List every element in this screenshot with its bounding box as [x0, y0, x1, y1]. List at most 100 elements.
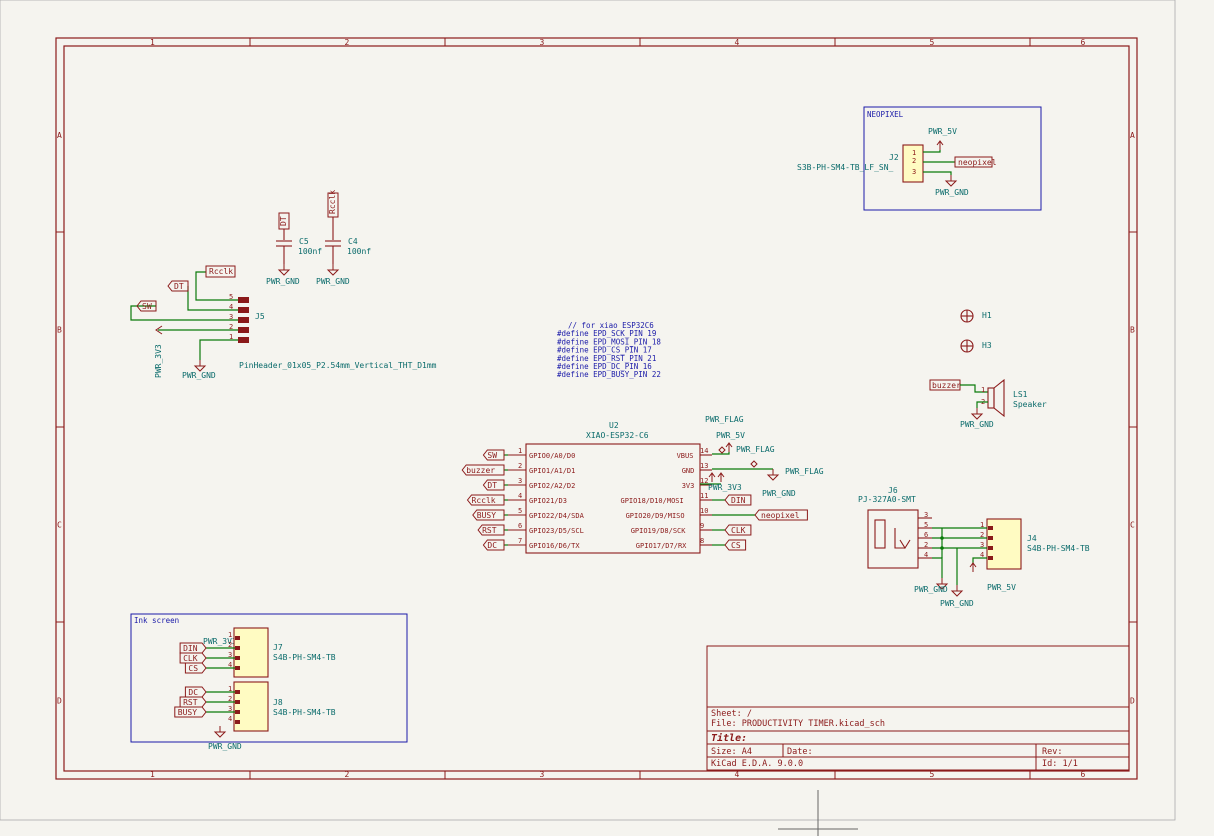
define-line: // for xiao ESP32C6	[568, 321, 654, 330]
j8-net-label-box[interactable]	[179, 696, 207, 708]
j8-pin[interactable]	[235, 710, 240, 714]
j4-pin[interactable]	[988, 546, 993, 550]
capacitor-c4[interactable]: Rcclk C4 100nf PWR_GND	[316, 190, 371, 286]
j8-net-label-box[interactable]	[184, 686, 207, 698]
u2-net-label-box[interactable]	[461, 464, 505, 476]
define-line: #define EPD_SCK_PIN 19	[557, 329, 656, 338]
j5-pin[interactable]	[238, 317, 249, 323]
j7-pin-number: 3	[228, 651, 232, 659]
u2-net-label-box[interactable]	[724, 524, 752, 536]
mcu-u2[interactable]: U2 XIAO-ESP32-C6 1GPIO0/A0/D0SW2GPIO1/A1…	[461, 421, 808, 554]
u2-net-label-box[interactable]	[724, 539, 747, 551]
pwrflag-top-label: PWR_FLAG	[705, 415, 744, 424]
j7-pin[interactable]	[235, 656, 240, 660]
j7-pin[interactable]	[235, 666, 240, 670]
j8-net-label: DC	[188, 688, 198, 697]
u2-pin-name: GPIO21/D3	[529, 497, 567, 505]
j7-net-label-box[interactable]	[179, 652, 207, 664]
j7-pin[interactable]	[235, 636, 240, 640]
tb-size: Size: A4	[711, 747, 752, 757]
j5-pin[interactable]	[238, 307, 249, 313]
u2-net-label-box[interactable]	[754, 509, 808, 521]
u2-pin-num: 4	[518, 492, 522, 500]
j7-pin-number: 2	[228, 641, 232, 649]
tb-sheet: Sheet: /	[711, 709, 752, 719]
j7-net-label-box[interactable]	[179, 642, 207, 654]
j6-gnd2-label: PWR_GND	[940, 599, 974, 608]
ls1-gnd-label: PWR_GND	[960, 420, 994, 429]
u2-value: XIAO-ESP32-C6	[586, 431, 649, 440]
j4-pin[interactable]	[988, 556, 993, 560]
u2-net-label: Rcclk	[472, 496, 496, 505]
u2-net-label-box[interactable]	[472, 509, 505, 521]
j7-ref: J7	[273, 643, 283, 652]
speaker-ls1[interactable]: buzzer 1 2 LS1 Speaker PWR_GND	[929, 378, 1047, 429]
ls1-value: Speaker	[1013, 400, 1047, 409]
u2-pin-name: GND	[682, 467, 695, 475]
j4-pin-number: 3	[980, 541, 984, 549]
pwrflag-right-label: PWR_FLAG	[785, 467, 824, 476]
row-label-left: C	[57, 521, 62, 530]
page-edge	[0, 0, 1176, 821]
row-label-right: D	[1130, 697, 1135, 706]
j8-pin[interactable]	[235, 700, 240, 704]
j8-pin[interactable]	[235, 720, 240, 724]
mounting-hole-h3[interactable]: H3	[960, 339, 992, 353]
j5-pin[interactable]	[238, 327, 249, 333]
u2-pin-num: 6	[518, 522, 522, 530]
u2-net-label-box[interactable]	[477, 524, 505, 536]
u2-net-label-box[interactable]	[482, 539, 505, 551]
j5-pin[interactable]	[238, 297, 249, 303]
j7-pin[interactable]	[235, 646, 240, 650]
neopixel-net-label: neopixel	[958, 158, 997, 167]
j5-pin[interactable]	[238, 337, 249, 343]
j7-pin-number: 4	[228, 661, 232, 669]
j8-net-label-box[interactable]	[174, 706, 207, 718]
u2-net-label-box[interactable]	[724, 494, 752, 506]
c4-gnd-label: PWR_GND	[316, 277, 350, 286]
row-label-left: A	[57, 131, 62, 140]
pwrflag-mid-label: PWR_FLAG	[736, 445, 775, 454]
col-label-top: 3	[540, 38, 545, 47]
j7-pin-number: 1	[228, 631, 232, 639]
tb-date: Date:	[787, 747, 813, 757]
j5-ref: J5	[255, 312, 265, 321]
col-label-bottom: 4	[735, 770, 740, 779]
j2-pin1: 1	[912, 149, 916, 157]
capacitor-c5[interactable]: DT C5 100nf PWR_GND	[266, 212, 322, 286]
j4-pin[interactable]	[988, 536, 993, 540]
ink-gnd-label: PWR_GND	[208, 742, 242, 751]
col-label-bottom: 6	[1081, 770, 1086, 779]
j5-net-dt: DT	[174, 282, 184, 291]
j4-pin[interactable]	[988, 526, 993, 530]
ink-screen-group[interactable]: Ink screen PWR_3V3 J7 S4B-PH-SM4-TB 1234…	[130, 613, 408, 751]
col-label-top: 1	[150, 38, 155, 47]
j7-net-label-box[interactable]	[184, 662, 207, 674]
u2-pin-num: 2	[518, 462, 522, 470]
u2-pin-num: 11	[700, 492, 708, 500]
j8-pin[interactable]	[235, 690, 240, 694]
u2-3v3-label: PWR_3V3	[708, 483, 742, 492]
col-label-top: 2	[345, 38, 350, 47]
u2-gnd-label: PWR_GND	[762, 489, 796, 498]
h3-ref: H3	[982, 341, 992, 350]
j8-pin-number: 3	[228, 705, 232, 713]
c4-ref: C4	[348, 237, 358, 246]
neopixel-group[interactable]: NEOPIXEL PWR_5V J2 S3B-PH-SM4-TB_LF_SN_ …	[797, 106, 1042, 211]
u2-pin-name: VBUS	[677, 452, 694, 460]
row-label-right: A	[1130, 131, 1135, 140]
mounting-hole-h1[interactable]: H1	[960, 309, 992, 323]
title-block: Sheet: / File: PRODUCTIVITY TIMER.kicad_…	[706, 645, 1130, 771]
u2-pin-name: GPIO1/A1/D1	[529, 467, 575, 475]
u2-net-label-box[interactable]	[482, 449, 505, 461]
u2-pin-name: GPIO19/D8/SCK	[631, 527, 687, 535]
u2-net-label-box[interactable]	[482, 479, 505, 491]
j2-body[interactable]	[902, 144, 924, 183]
u2-net-label: neopixel	[761, 511, 800, 520]
u2-net-label-box[interactable]	[466, 494, 505, 506]
u2-net-label: CLK	[731, 526, 746, 535]
